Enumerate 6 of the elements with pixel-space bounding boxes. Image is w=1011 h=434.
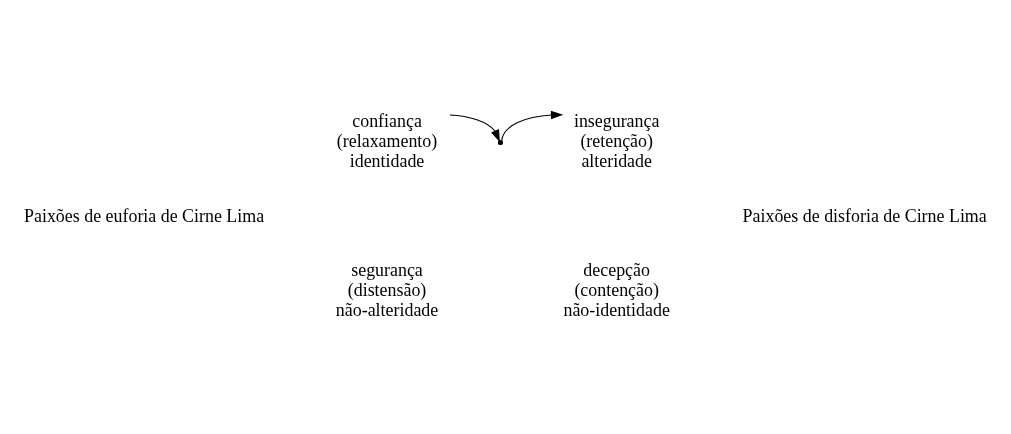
node-text: decepção (contenção) não-identidade — [563, 259, 670, 320]
node-text: insegurança (retenção) alteridade — [573, 110, 660, 171]
node-text: segurança (distensão) não-alteridade — [335, 259, 439, 320]
node-text: Paixões de euforia de Cirne Lima — [24, 205, 265, 226]
node-text: Paixões de disforia de Cirne Lima — [742, 205, 987, 226]
node-text: confiança (relaxamento) identidade — [336, 110, 438, 171]
